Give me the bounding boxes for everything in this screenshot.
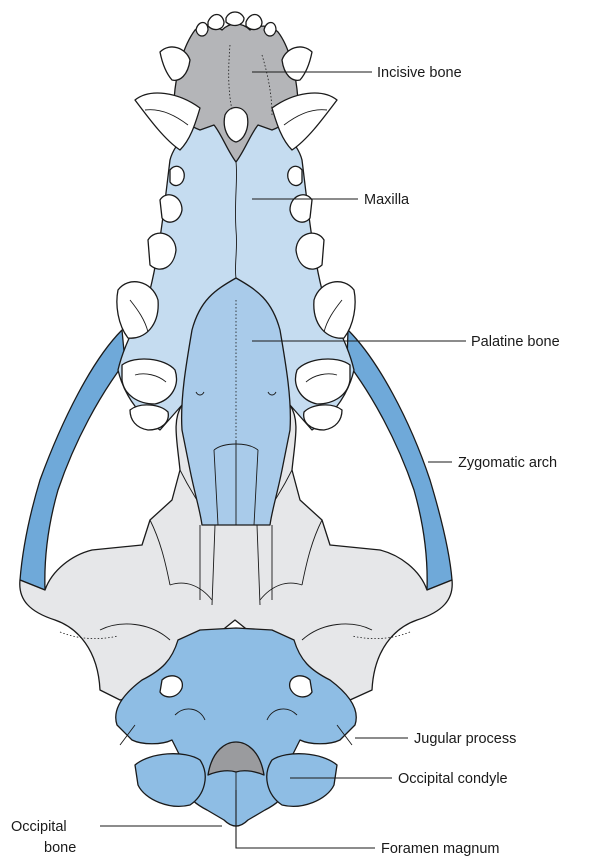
label-maxilla: Maxilla [364, 192, 410, 208]
label-incisive-bone: Incisive bone [377, 65, 462, 81]
label-palatine-bone: Palatine bone [471, 334, 560, 350]
label-occipital-condyle: Occipital condyle [398, 771, 508, 787]
label-jugular-process: Jugular process [414, 731, 516, 747]
label-occipital-line2: bone [44, 840, 76, 856]
label-occipital-line1: Occipital [11, 819, 67, 835]
label-zygomatic-arch: Zygomatic arch [458, 455, 557, 471]
label-foramen-magnum: Foramen magnum [381, 841, 499, 857]
palatine-bone [182, 278, 291, 525]
